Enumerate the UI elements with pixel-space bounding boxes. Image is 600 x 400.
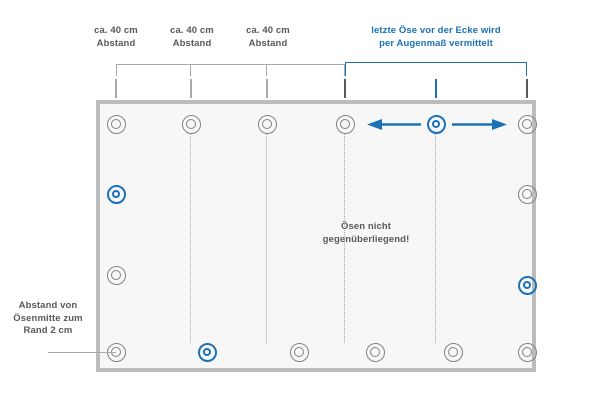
dimension-tick: [265, 79, 269, 98]
alignment-guide-line: [344, 134, 346, 343]
label-spacing-1: ca. 40 cm Abstand: [94, 25, 138, 49]
dimension-tick: [114, 79, 118, 98]
eyelet-left-1-highlighted: [106, 184, 126, 204]
dimension-tick: [189, 79, 193, 98]
eyelet-bottom-5: [443, 342, 463, 362]
eyelet-left-2: [106, 265, 126, 285]
dimension-tick: [525, 79, 529, 98]
dimension-tick: [343, 79, 347, 98]
label-corner-note: letzte Öse vor der Ecke wird per Augenma…: [371, 25, 501, 49]
arrow-left-icon: [367, 119, 422, 130]
eyelet-bottom-3: [289, 342, 309, 362]
tarp-rectangle: [96, 100, 536, 372]
dimension-bracket-1: [116, 64, 191, 76]
label-spacing-2: ca. 40 cm Abstand: [170, 25, 214, 49]
label-spacing-3: ca. 40 cm Abstand: [246, 25, 290, 49]
eyelet-bottom-2-highlighted: [197, 342, 217, 362]
eyelet-top-6: [517, 114, 537, 134]
eyelet-top-1: [106, 114, 126, 134]
label-edge-distance: Abstand von Ösenmitte zum Rand 2 cm: [13, 300, 83, 336]
leader-line: [48, 352, 116, 354]
eyelet-right-1: [517, 184, 537, 204]
alignment-guide-line: [266, 134, 268, 343]
eyelet-top-2: [181, 114, 201, 134]
dimension-tick: [434, 79, 438, 98]
dimension-bracket-3: [267, 64, 345, 76]
eyelet-bottom-4: [365, 342, 385, 362]
dimension-bracket-corner: [345, 62, 527, 76]
eyelet-top-4: [335, 114, 355, 134]
eyelet-top-5-highlighted: [426, 114, 446, 134]
arrow-right-icon: [452, 119, 507, 130]
eyelet-right-2-highlighted: [517, 275, 537, 295]
dimension-bracket-2: [191, 64, 267, 76]
eyelet-top-3: [257, 114, 277, 134]
eyelet-bottom-6: [517, 342, 537, 362]
alignment-guide-line: [190, 134, 192, 343]
alignment-guide-line: [435, 134, 437, 343]
label-center-note: Ösen nicht gegenüberliegend!: [322, 221, 410, 245]
